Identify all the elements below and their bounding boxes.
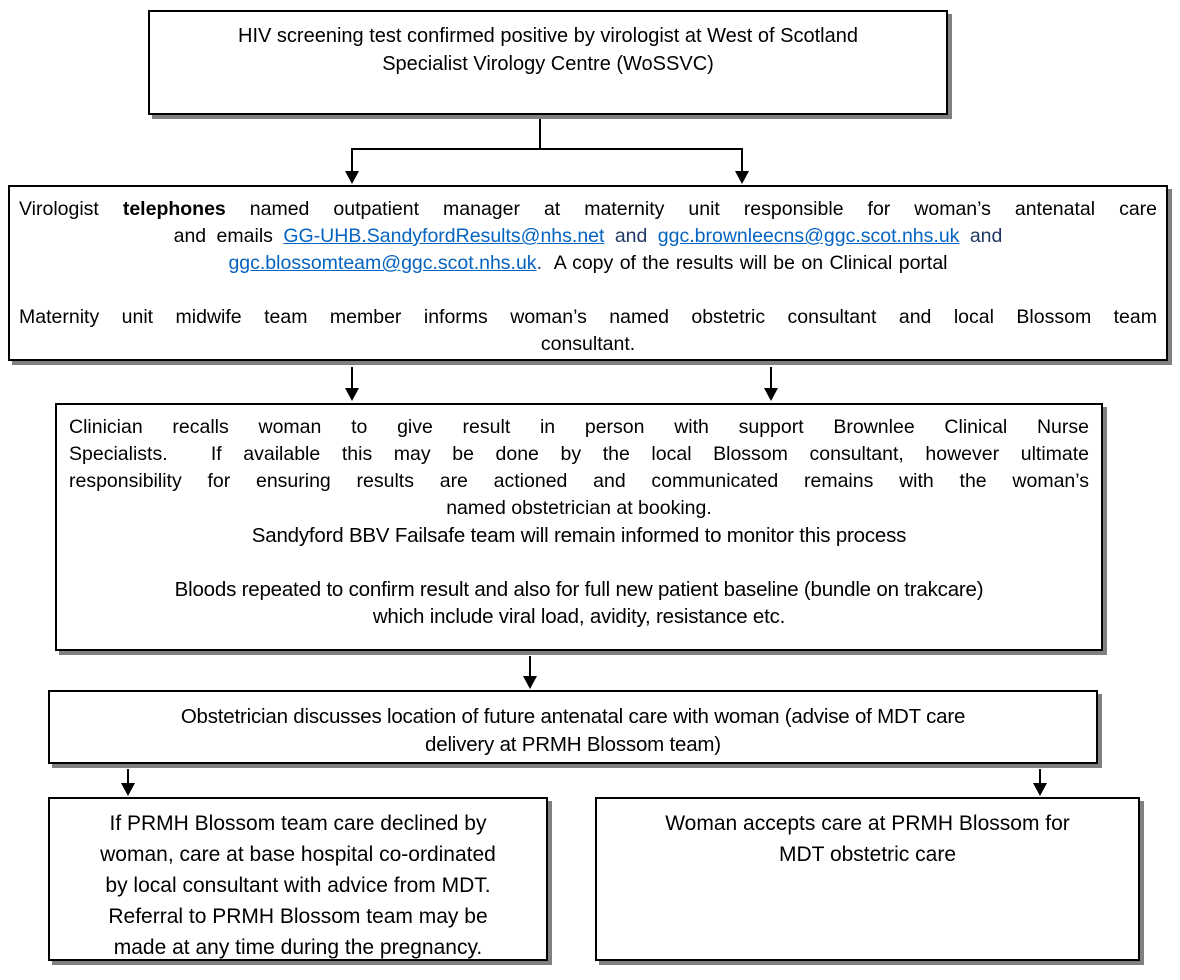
box-obstetrician-discusses-care: Obstetrician discusses location of futur… xyxy=(48,690,1098,764)
arrow-box3-to-box4 xyxy=(523,656,537,689)
text-line: and emails GG-UHB.SandyfordResults@nhs.n… xyxy=(10,223,1166,250)
text-line: Bloods repeated to confirm result and al… xyxy=(174,578,984,601)
text-line: MDT obstetric care xyxy=(779,843,956,866)
text-line: which include viral load, avidity, resis… xyxy=(372,605,786,628)
email-link-blossomteam[interactable]: ggc.blossomteam@ggc.scot.nhs.uk xyxy=(228,252,537,274)
text-run: named outpatient manager at maternity un… xyxy=(225,198,1158,220)
box-care-accepted: Woman accepts care at PRMH Blossom for M… xyxy=(595,797,1140,961)
spacer-line xyxy=(10,277,1166,304)
box-hiv-screening-confirmed: HIV screening test confirmed positive by… xyxy=(148,10,948,115)
text-line: delivery at PRMH Blossom team) xyxy=(425,733,721,756)
bold-text-telephones: telephones xyxy=(122,198,226,220)
box-virologist-telephones: Virologist telephones named outpatient m… xyxy=(8,185,1168,361)
arrow-box1-to-box2 xyxy=(345,116,749,184)
arrow-box4-to-box6 xyxy=(1033,769,1047,796)
arrow-box2-to-box3-right xyxy=(764,367,778,401)
text-run: A copy of the results will be on Clinica… xyxy=(541,252,948,274)
text-line: responsibility for ensuring results are … xyxy=(69,470,1089,492)
text-line: Specialists. If available this may be do… xyxy=(69,443,1089,465)
text-run: and emails xyxy=(173,225,284,247)
box-clinician-recalls-woman: Clinician recalls woman to give result i… xyxy=(55,403,1103,651)
text-line: Virologist telephones named outpatient m… xyxy=(10,196,1166,223)
text-run: Virologist xyxy=(19,198,123,220)
spacer-line xyxy=(57,549,1101,576)
text-line: by local consultant with advice from MDT… xyxy=(105,874,491,897)
text-line: Maternity unit midwife team member infor… xyxy=(19,306,1157,328)
text-line: Obstetrician discusses location of futur… xyxy=(180,705,966,728)
text-line: HIV screening test confirmed positive by… xyxy=(238,25,858,47)
text-line: Clinician recalls woman to give result i… xyxy=(69,416,1089,438)
text-line: woman, care at base hospital co-ordinate… xyxy=(100,843,496,866)
text-line: Referral to PRMH Blossom team may be xyxy=(108,905,488,928)
text-line: consultant. xyxy=(540,333,636,355)
email-link-sandyford-results[interactable]: GG-UHB.SandyfordResults@nhs.net xyxy=(283,225,605,247)
text-line: ggc.blossomteam@ggc.scot.nhs.uk. A copy … xyxy=(10,250,1166,277)
text-line: Woman accepts care at PRMH Blossom for xyxy=(665,812,1070,835)
text-line: named obstetrician at booking. xyxy=(446,497,712,519)
text-run: . xyxy=(536,252,542,274)
text-run: and xyxy=(959,225,1003,247)
arrow-box4-to-box5 xyxy=(121,769,135,796)
email-link-brownleecns[interactable]: ggc.brownleecns@ggc.scot.nhs.uk xyxy=(657,225,960,247)
text-run: and xyxy=(604,225,658,247)
arrow-box2-to-box3-left xyxy=(345,367,359,401)
text-line: made at any time during the pregnancy. xyxy=(113,936,483,959)
text-line: If PRMH Blossom team care declined by xyxy=(109,812,487,835)
box-care-declined: If PRMH Blossom team care declined by wo… xyxy=(48,797,548,961)
text-line: Specialist Virology Centre (WoSSVC) xyxy=(382,53,714,75)
text-line: Sandyford BBV Failsafe team will remain … xyxy=(251,524,907,547)
